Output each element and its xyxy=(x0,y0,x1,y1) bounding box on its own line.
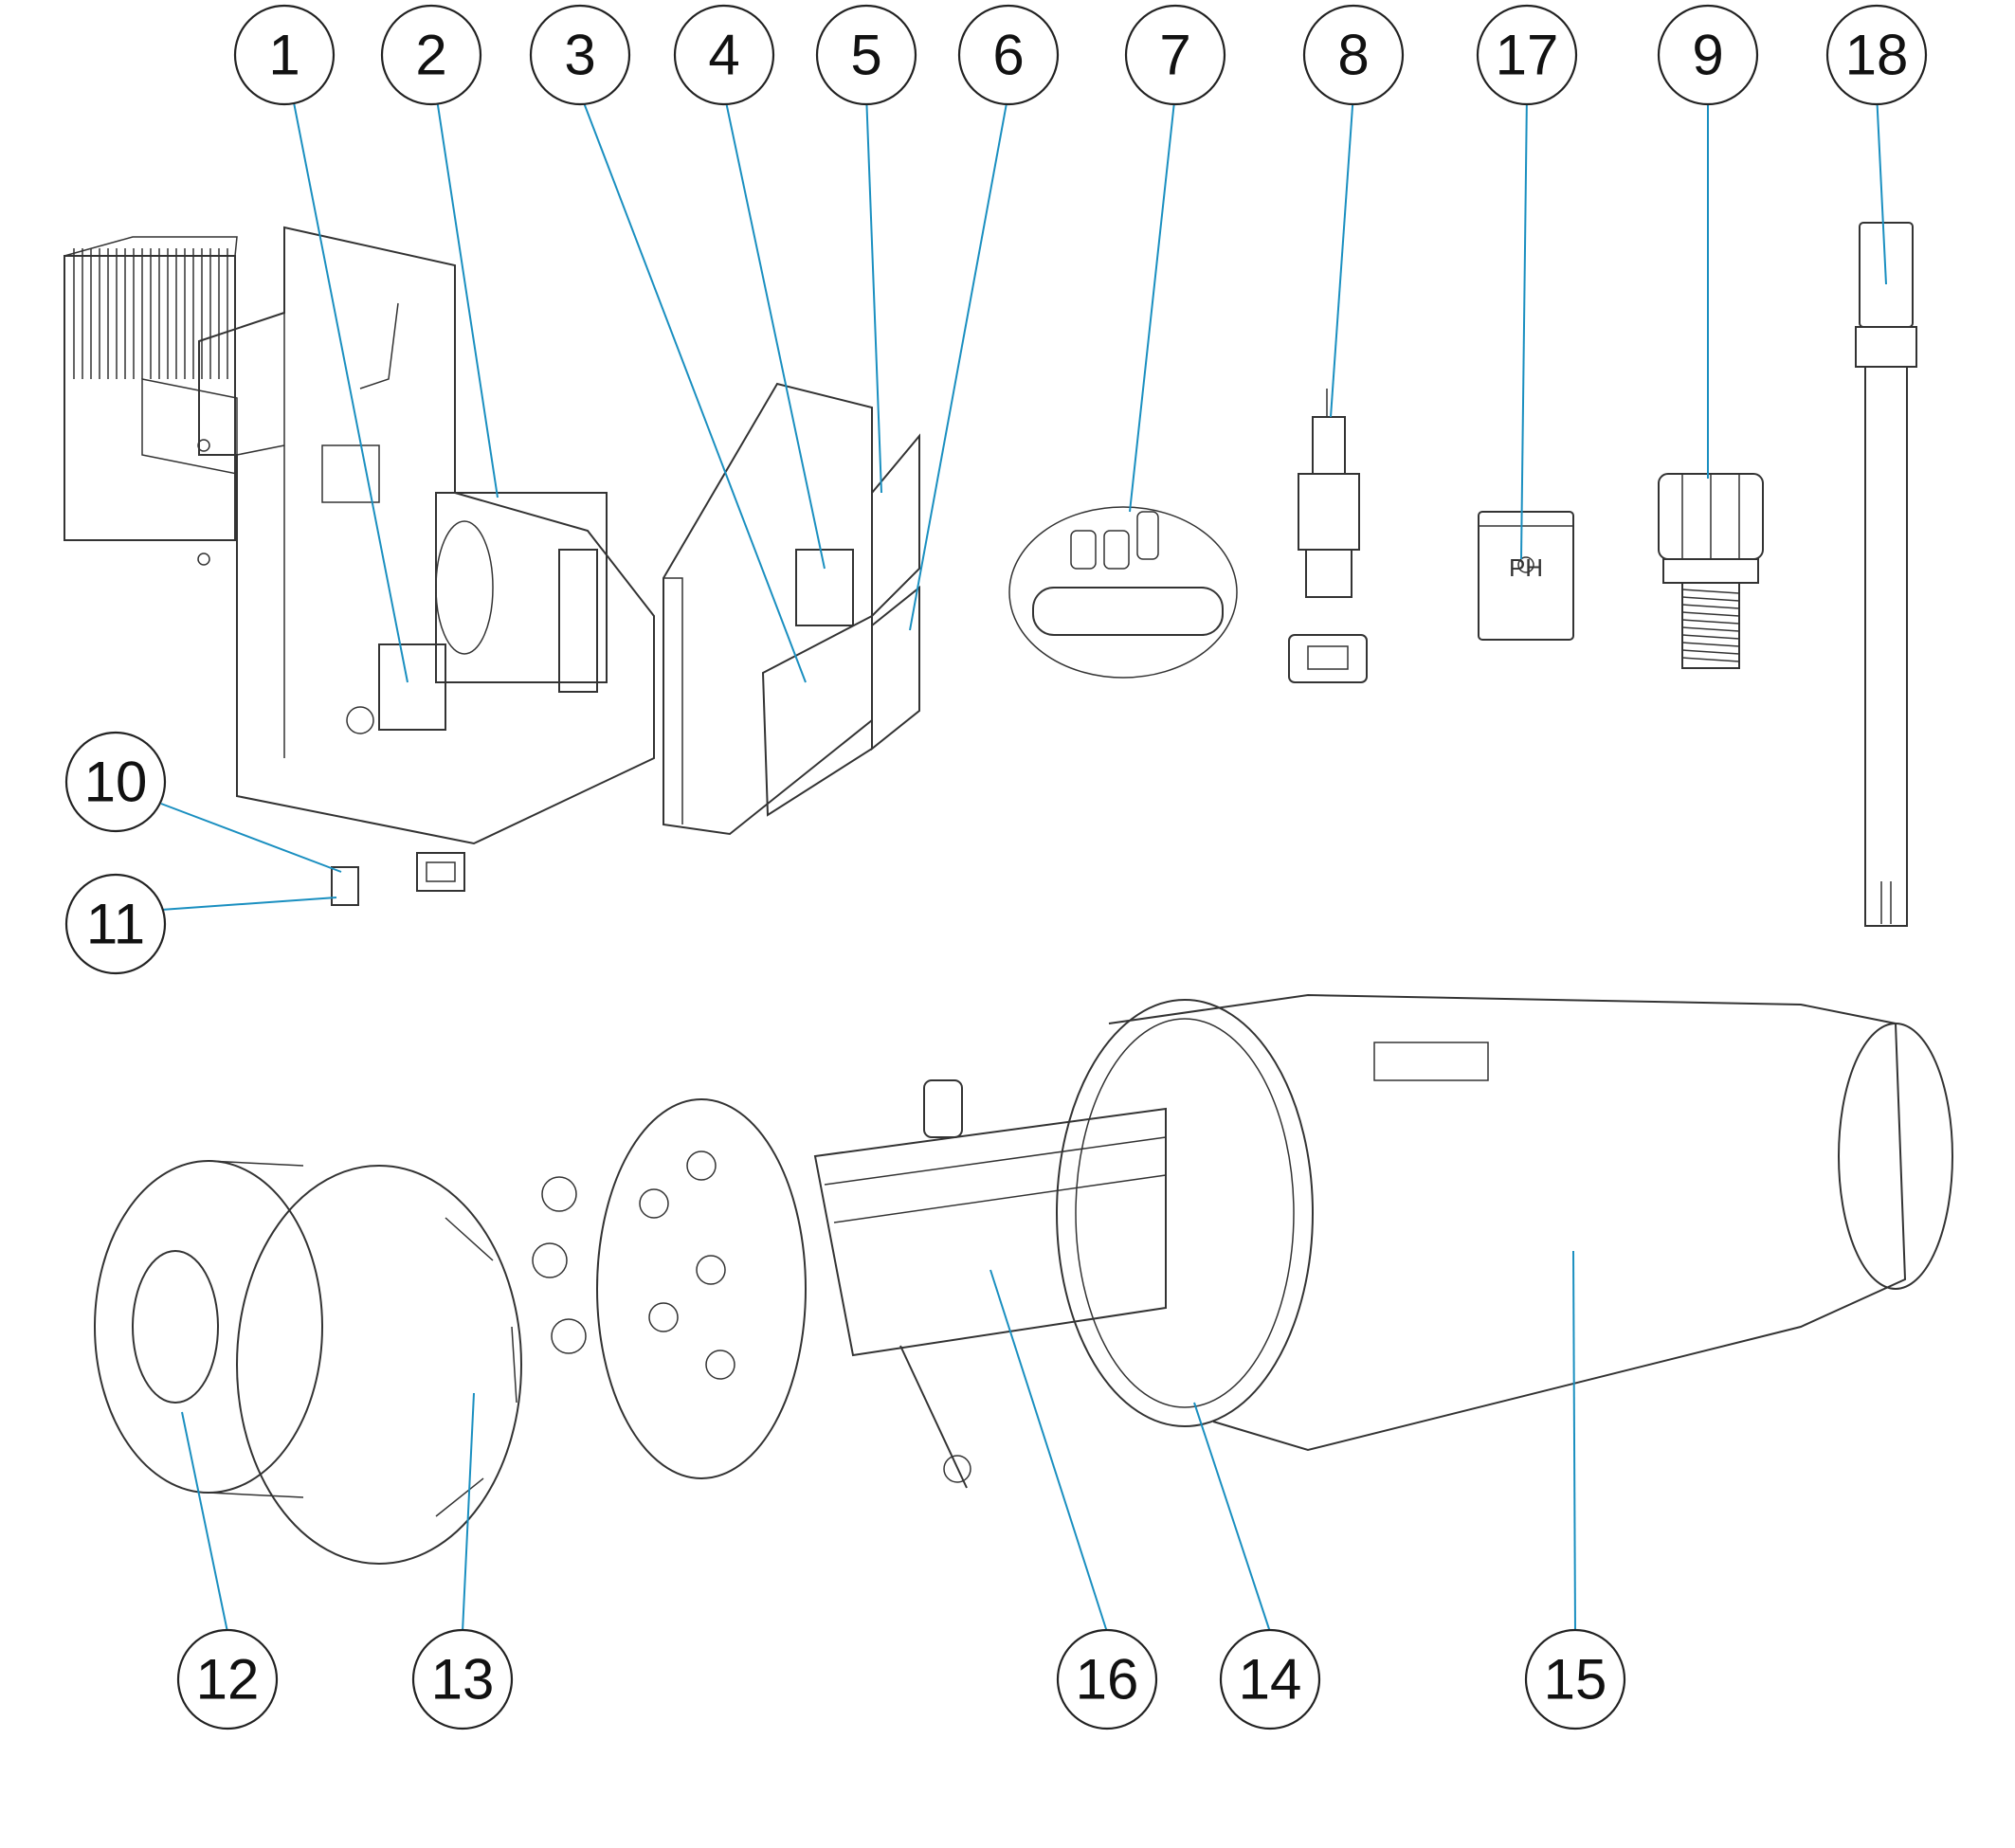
cell-end-cap xyxy=(94,1160,323,1498)
gland-thread xyxy=(1681,596,1740,602)
leader-4 xyxy=(723,92,826,570)
callout-2: 2 xyxy=(380,4,482,106)
callout-12: 12 xyxy=(176,1628,279,1730)
callout-9: 9 xyxy=(1657,4,1759,106)
callout-number: 10 xyxy=(84,751,148,814)
callout-number: 9 xyxy=(1692,24,1723,87)
control-pcb-upper xyxy=(871,433,920,619)
callout-16: 16 xyxy=(1056,1628,1158,1730)
cell-locking-nut xyxy=(236,1165,522,1565)
callout-number: 2 xyxy=(415,24,446,87)
display-board xyxy=(795,549,854,626)
callout-number: 13 xyxy=(431,1648,495,1712)
callout-number: 5 xyxy=(850,24,881,87)
callout-13: 13 xyxy=(411,1628,514,1730)
ph-probe-holder: PH xyxy=(1478,511,1574,641)
chassis-frame xyxy=(141,226,655,845)
callout-3: 3 xyxy=(529,4,631,106)
gland-thread xyxy=(1681,619,1740,625)
connection-bolt xyxy=(899,1345,971,1489)
transformer xyxy=(435,492,608,693)
callout-17: 17 xyxy=(1476,4,1578,106)
leader-2 xyxy=(435,92,499,498)
gland-thread xyxy=(1681,642,1740,647)
gland-thread xyxy=(1681,634,1740,640)
leader-lines xyxy=(160,92,1887,1633)
callout-8: 8 xyxy=(1302,4,1405,106)
cell-body xyxy=(1108,993,1953,1452)
gland-thread xyxy=(1681,589,1740,594)
callout-number: 3 xyxy=(564,24,595,87)
ph-label: PH xyxy=(1509,553,1543,582)
leader-10 xyxy=(160,803,342,873)
callout-number: 8 xyxy=(1337,24,1369,87)
leader-14 xyxy=(1193,1402,1271,1633)
control-pcb-lower xyxy=(871,585,920,752)
callout-number: 7 xyxy=(1159,24,1190,87)
power-connector xyxy=(1288,389,1368,683)
electrode-bolts xyxy=(532,1176,587,1354)
leader-17 xyxy=(1520,92,1528,560)
relay-module xyxy=(346,643,446,734)
callout-number: 15 xyxy=(1544,1648,1607,1712)
callout-7: 7 xyxy=(1124,4,1226,106)
leader-6 xyxy=(909,92,1009,631)
heatsink xyxy=(64,236,238,541)
callout-11: 11 xyxy=(64,873,167,975)
callout-5: 5 xyxy=(815,4,917,106)
fuse-holder xyxy=(331,866,359,906)
leader-8 xyxy=(1330,92,1354,418)
callout-18: 18 xyxy=(1825,4,1928,106)
main-pcb xyxy=(761,614,873,817)
callout-6: 6 xyxy=(957,4,1060,106)
cell-o-ring xyxy=(1056,999,1314,1427)
front-cover xyxy=(663,382,873,836)
leader-13 xyxy=(462,1392,475,1633)
callout-14: 14 xyxy=(1219,1628,1321,1730)
leader-5 xyxy=(865,92,882,494)
gland-thread xyxy=(1681,649,1740,655)
leader-16 xyxy=(989,1269,1108,1633)
gland-thread xyxy=(1681,611,1740,617)
electrode-head-plate xyxy=(596,1098,807,1479)
gland-thread xyxy=(1681,604,1740,609)
callout-10: 10 xyxy=(64,731,167,833)
callout-1: 1 xyxy=(233,4,336,106)
cable-gland xyxy=(1658,473,1764,669)
callout-number: 14 xyxy=(1239,1648,1302,1712)
leader-1 xyxy=(291,92,408,683)
callouts: 1 2 3 4 5 6 7 8 17 9 18 10 11 12 13 16 1… xyxy=(64,4,1928,1730)
power-switch xyxy=(416,852,465,892)
callout-4: 4 xyxy=(673,4,775,106)
callout-number: 1 xyxy=(268,24,300,87)
leader-18 xyxy=(1876,92,1887,285)
gland-thread xyxy=(1681,657,1740,662)
leader-15 xyxy=(1572,1250,1576,1633)
callout-number: 18 xyxy=(1845,24,1909,87)
leader-11 xyxy=(160,897,337,911)
ph-electrode xyxy=(1855,222,1917,927)
callout-number: 4 xyxy=(708,24,739,87)
callout-number: 6 xyxy=(992,24,1024,87)
callout-number: 16 xyxy=(1076,1648,1139,1712)
callout-number: 12 xyxy=(196,1648,260,1712)
gland-thread xyxy=(1681,626,1740,632)
leader-3 xyxy=(579,92,807,683)
electrode-plates xyxy=(813,1079,1167,1357)
callout-number: 11 xyxy=(86,893,145,956)
leader-7 xyxy=(1129,92,1176,513)
callout-15: 15 xyxy=(1524,1628,1626,1730)
leader-12 xyxy=(181,1411,228,1633)
callout-number: 17 xyxy=(1496,24,1559,87)
injection-fitting-detail xyxy=(1008,506,1238,679)
